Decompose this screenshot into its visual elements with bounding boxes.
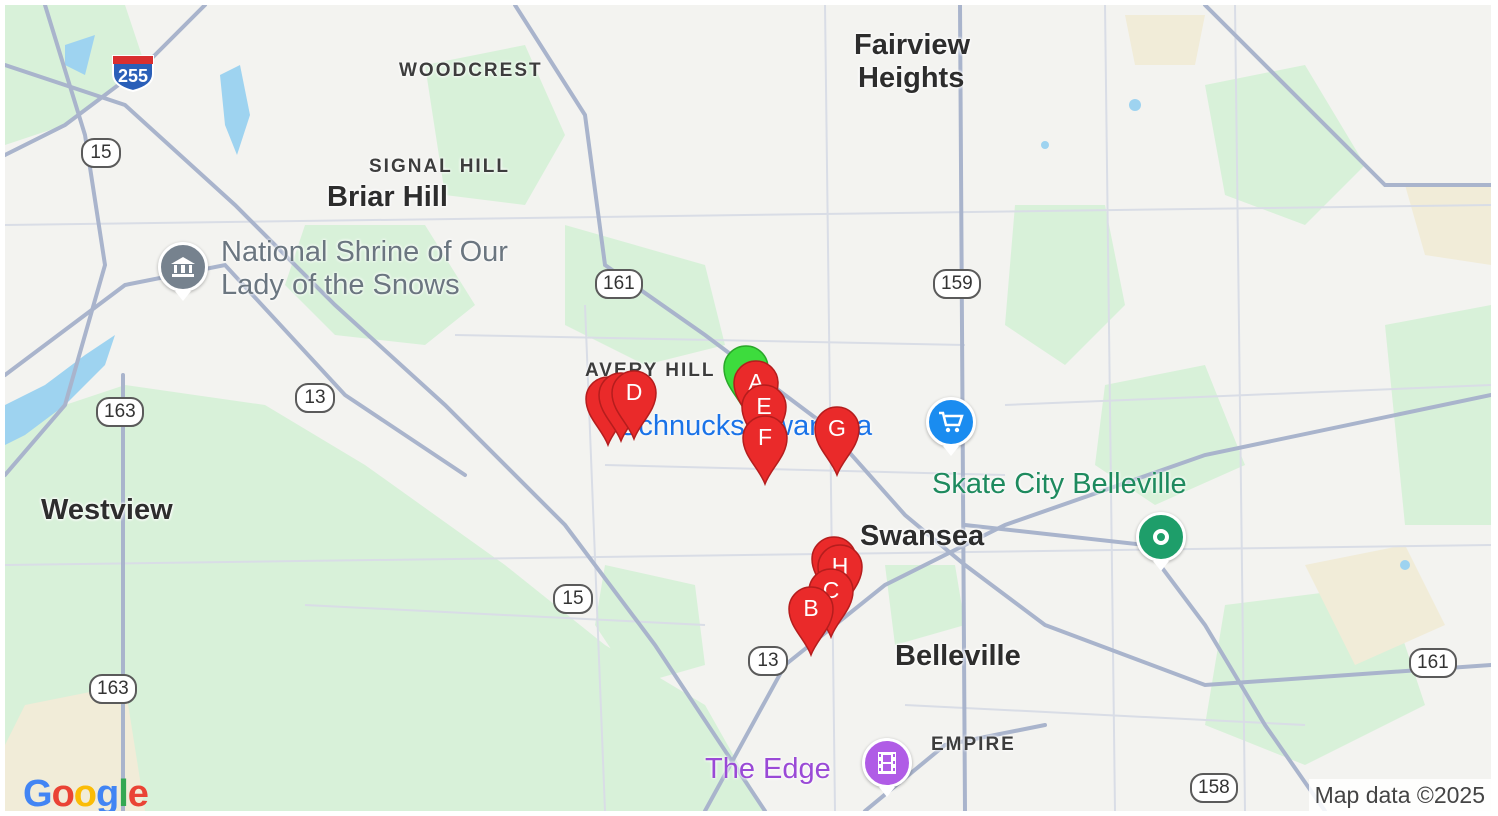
shrine-poi-icon[interactable] [158, 242, 208, 292]
place-label-heights: Heights [858, 62, 965, 94]
route-shield-13-north: 13 [295, 383, 335, 413]
poi-label-skate-city[interactable]: Skate City Belleville [932, 468, 1187, 500]
place-label-briar-hill: Briar Hill [327, 181, 448, 213]
shopping-cart-poi-icon[interactable] [926, 397, 976, 447]
place-label-woodcrest: WOODCREST [399, 60, 543, 81]
map-attribution[interactable]: Map data ©2025 [1308, 779, 1491, 811]
route-shield-163-north: 163 [96, 397, 144, 427]
map-marker-b[interactable]: B [785, 583, 837, 657]
poi-label-shrine-line2[interactable]: Lady of the Snows [221, 269, 460, 301]
film-icon [878, 752, 896, 774]
movie-theater-poi-icon[interactable] [862, 738, 912, 788]
interstate-shield-label: 255 [117, 66, 149, 86]
map-marker-label: F [757, 424, 773, 450]
route-shield-161-west: 161 [595, 269, 643, 299]
route-shield-15-north: 15 [81, 138, 121, 168]
route-shield-163-south: 163 [89, 674, 137, 704]
map-base-layer [5, 5, 1491, 811]
map-marker-d-2[interactable]: D [608, 367, 660, 441]
place-label-belleville: Belleville [895, 640, 1021, 672]
circle-dot-icon [1153, 529, 1169, 545]
place-label-swansea: Swansea [860, 520, 985, 552]
route-shield-158: 158 [1190, 773, 1238, 803]
route-shield-159: 159 [933, 269, 981, 299]
map-marker-f[interactable]: F [739, 412, 791, 486]
place-label-fairview: Fairview [854, 29, 971, 61]
map-marker-label: E [756, 393, 772, 419]
shopping-cart-icon [939, 411, 964, 433]
interstate-shield-icon: 255 [110, 54, 156, 93]
route-shield-13-south: 13 [748, 646, 788, 676]
map-marker-label: B [803, 595, 819, 621]
recreation-poi-icon[interactable] [1136, 512, 1186, 562]
google-logo[interactable]: Google [23, 773, 149, 811]
map-marker-g[interactable]: G [811, 403, 863, 477]
map-canvas[interactable]: WOODCREST SIGNAL HILL Briar Hill Fairvie… [5, 5, 1491, 811]
landmark-icon [171, 257, 195, 277]
route-shield-161-east: 161 [1409, 648, 1457, 678]
route-shield-15-south: 15 [553, 584, 593, 614]
place-label-empire: EMPIRE [931, 734, 1016, 755]
poi-label-the-edge[interactable]: The Edge [705, 753, 831, 785]
poi-label-shrine-line1[interactable]: National Shrine of Our [221, 236, 508, 268]
map-marker-label: G [828, 415, 846, 441]
map-marker-label: D [625, 379, 643, 405]
place-label-signal-hill: SIGNAL HILL [369, 156, 510, 177]
place-label-westview: Westview [41, 494, 173, 526]
